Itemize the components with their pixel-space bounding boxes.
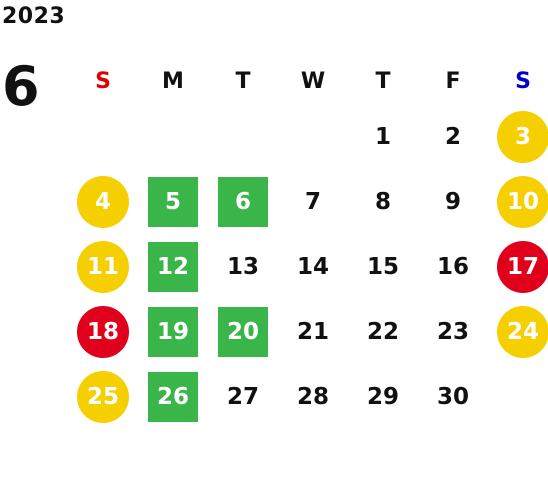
day-number: 11: [77, 240, 129, 293]
day-number: 21: [296, 318, 329, 345]
day-cell: 15: [348, 234, 418, 299]
day-number: 12: [148, 241, 198, 292]
day-cell: 5: [138, 169, 208, 234]
weekday-label: M: [162, 68, 184, 94]
day-cell: 4: [68, 169, 138, 234]
day-number: 19: [148, 306, 198, 357]
day-cell: 1: [348, 104, 418, 169]
day-cell: 10: [488, 169, 548, 234]
day-cell: 30: [418, 364, 488, 429]
day-number: 14: [296, 253, 329, 280]
calendar-grid: S M T W T F S 1 2 3 4 5 6 7 8 9 10 11 12…: [68, 58, 548, 429]
day-cell: 19: [138, 299, 208, 364]
day-cell: 22: [348, 299, 418, 364]
day-cell: [68, 104, 138, 169]
day-cell: 23: [418, 299, 488, 364]
day-number: 5: [148, 176, 198, 227]
month-label: 6: [2, 55, 40, 118]
day-cell: 17: [488, 234, 548, 299]
day-cell: 8: [348, 169, 418, 234]
day-cell: 6: [208, 169, 278, 234]
day-number: 25: [77, 370, 129, 423]
day-cell: 12: [138, 234, 208, 299]
day-number: 27: [226, 383, 259, 410]
day-cell: 13: [208, 234, 278, 299]
day-cell: [488, 364, 548, 429]
day-number: 1: [374, 123, 391, 150]
day-number: 2: [444, 123, 461, 150]
day-number: 16: [436, 253, 469, 280]
day-cell: 27: [208, 364, 278, 429]
weekday-label: T: [375, 68, 391, 94]
day-number: 30: [436, 383, 469, 410]
day-number: 8: [374, 188, 391, 215]
day-cell: 11: [68, 234, 138, 299]
day-number: 6: [218, 176, 268, 227]
day-number: 23: [436, 318, 469, 345]
day-number: 28: [296, 383, 329, 410]
weekday-label: F: [445, 68, 461, 94]
weekday-header-row: S M T W T F S: [68, 58, 548, 104]
day-number: 26: [148, 371, 198, 422]
day-number: 4: [77, 175, 129, 228]
day-number: 13: [226, 253, 259, 280]
day-cell: 18: [68, 299, 138, 364]
day-cell: 20: [208, 299, 278, 364]
day-number: 29: [366, 383, 399, 410]
day-number: 18: [77, 305, 129, 358]
day-cell: 25: [68, 364, 138, 429]
weekday-label: T: [235, 68, 251, 94]
day-number: 24: [497, 305, 548, 358]
day-number: 3: [497, 110, 548, 163]
day-cell: 14: [278, 234, 348, 299]
calendar-week-row: 1 2 3: [68, 104, 548, 169]
day-number: 7: [304, 188, 321, 215]
day-number: 20: [218, 306, 268, 357]
day-cell: 21: [278, 299, 348, 364]
day-cell: 7: [278, 169, 348, 234]
day-number: 10: [497, 175, 548, 228]
year-label: 2023: [2, 4, 66, 29]
day-cell: 9: [418, 169, 488, 234]
calendar-week-row: 11 12 13 14 15 16 17: [68, 234, 548, 299]
day-number: 9: [444, 188, 461, 215]
day-number: 15: [366, 253, 399, 280]
calendar-week-row: 25 26 27 28 29 30: [68, 364, 548, 429]
day-number: 22: [366, 318, 399, 345]
day-cell: [278, 104, 348, 169]
day-cell: 2: [418, 104, 488, 169]
day-cell: [208, 104, 278, 169]
day-cell: 28: [278, 364, 348, 429]
weekday-label: S: [95, 68, 111, 94]
day-cell: [138, 104, 208, 169]
day-cell: 29: [348, 364, 418, 429]
weekday-label: S: [515, 68, 531, 94]
day-number: 17: [497, 240, 548, 293]
day-cell: 26: [138, 364, 208, 429]
day-cell: 24: [488, 299, 548, 364]
calendar-week-row: 4 5 6 7 8 9 10: [68, 169, 548, 234]
calendar-week-row: 18 19 20 21 22 23 24: [68, 299, 548, 364]
day-cell: 3: [488, 104, 548, 169]
weekday-label: W: [300, 68, 326, 94]
day-cell: 16: [418, 234, 488, 299]
